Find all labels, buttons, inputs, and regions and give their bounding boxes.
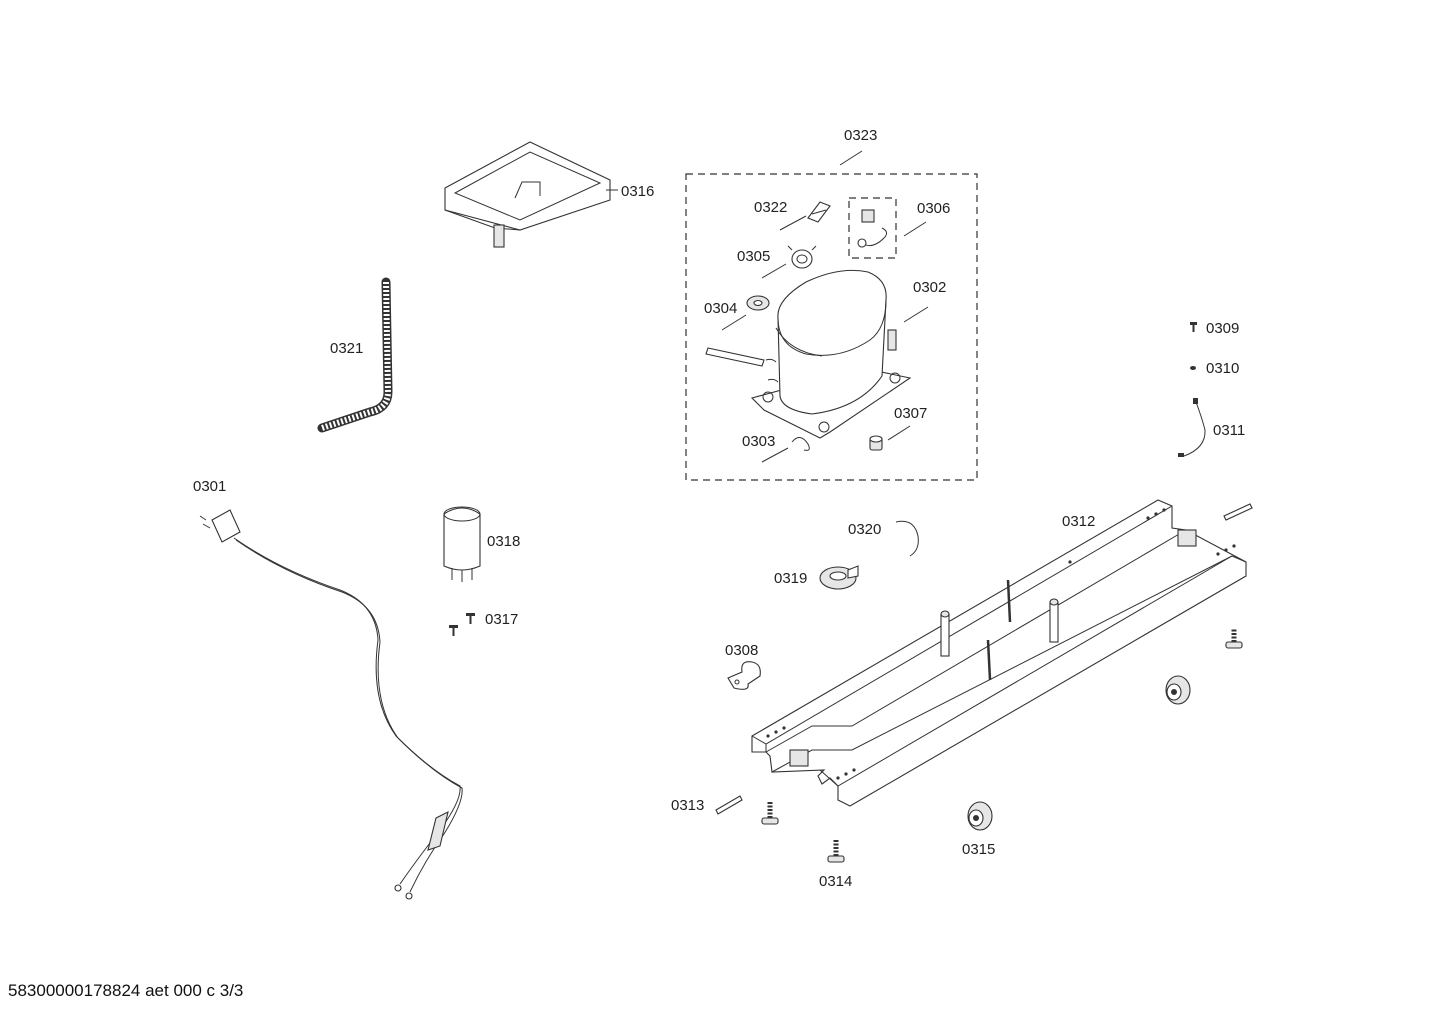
callout-0302: 0302 [913,279,946,296]
leader-0303 [761,447,789,463]
callout-0314: 0314 [819,873,852,890]
part-bolt[interactable] [715,795,743,815]
part-nut[interactable] [869,435,883,451]
callout-0310: 0310 [1206,360,1239,377]
callout-0311: 0311 [1213,422,1245,439]
callout-0316: 0316 [621,183,654,200]
leader-0323 [839,150,863,166]
callout-0309: 0309 [1206,320,1239,337]
part-spring-clip[interactable] [791,437,810,451]
callout-0320: 0320 [848,521,881,538]
part-base-frame[interactable] [751,499,1247,807]
part-snap-ring[interactable] [895,520,919,557]
assembly-group-box [685,173,978,481]
part-clip[interactable] [807,201,831,223]
callout-0317: 0317 [485,611,518,628]
leader-0306 [903,221,927,237]
callout-0307: 0307 [894,405,927,422]
callout-0313: 0313 [671,797,704,814]
callout-0303: 0303 [742,433,775,450]
document-code: 58300000178824 aet 000 c 3/3 [8,981,244,1000]
part-clamp[interactable] [787,245,817,269]
leader-0304 [721,314,747,331]
part-drip-tray[interactable] [444,141,611,248]
part-screw-small[interactable] [1190,322,1197,332]
part-screw-large-bottom[interactable] [827,840,845,863]
part-bolt-long[interactable] [1223,503,1253,521]
callout-0301: 0301 [193,478,226,495]
callout-0312: 0312 [1062,513,1095,530]
part-grommet[interactable] [746,295,770,311]
part-power-cord[interactable] [199,509,463,900]
part-spacer-ring[interactable] [819,565,859,590]
part-wire[interactable] [1178,398,1206,457]
part-cable-clamp[interactable] [727,661,761,690]
part-screw-large[interactable] [761,802,779,825]
leader-0307 [887,425,911,441]
callout-0315: 0315 [962,841,995,858]
callout-0306: 0306 [917,200,950,217]
callout-0322: 0322 [754,199,787,216]
callout-0323: 0323 [844,127,877,144]
callout-0321: 0321 [330,340,363,357]
callout-0305: 0305 [737,248,770,265]
callout-0304: 0304 [704,300,737,317]
part-foot[interactable] [967,801,993,831]
sub-group-box [848,197,897,259]
part-relay[interactable] [857,209,888,248]
callout-0318: 0318 [487,533,520,550]
part-capacitor[interactable] [443,506,481,582]
leader-0302 [903,306,929,323]
leader-0322 [779,215,807,231]
part-foot-right[interactable] [1165,675,1191,705]
part-corrugated-hose[interactable] [317,277,393,433]
leader-0305 [761,263,787,279]
callout-0319: 0319 [774,570,807,587]
part-compressor[interactable] [705,269,912,439]
part-pin[interactable] [1190,366,1196,370]
part-screws-pair[interactable] [449,613,475,636]
callout-0308: 0308 [725,642,758,659]
part-screw-large-right[interactable] [1225,628,1243,649]
